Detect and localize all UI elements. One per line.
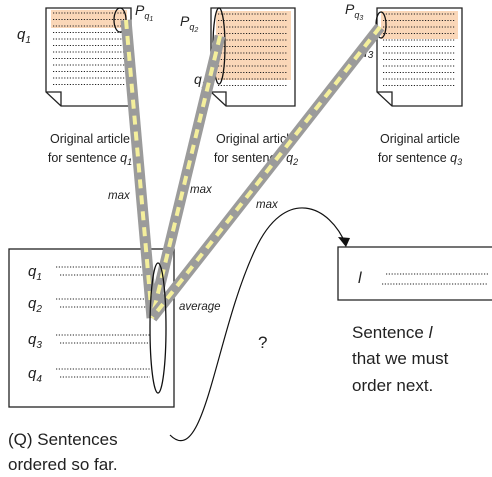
band-to-article-2 bbox=[146, 34, 226, 320]
question-mark: ? bbox=[258, 333, 267, 352]
article-1: q1 Pq1 Original article for sentence q1 bbox=[17, 2, 153, 167]
highlight-p-q1 bbox=[51, 10, 127, 28]
max-label-1: max bbox=[108, 190, 131, 202]
max-label-3: max bbox=[256, 199, 279, 211]
candidate-caption-line3: order next. bbox=[352, 376, 433, 395]
highlight-p-q2 bbox=[216, 11, 291, 80]
article-2-text-lines bbox=[218, 13, 288, 86]
caption-article-1-line2: for sentence q1 bbox=[48, 151, 132, 167]
highlight-p-q3 bbox=[381, 11, 458, 39]
ordered-row-q1: q1 bbox=[28, 263, 150, 283]
q-box-caption-line2: ordered so far. bbox=[8, 455, 118, 474]
candidate-caption-line1: Sentence l bbox=[352, 323, 434, 342]
article-3: Pq3 q3 Original article for sentence q3 bbox=[345, 1, 463, 167]
max-connection-bands bbox=[120, 19, 385, 322]
arrow-head bbox=[338, 237, 350, 247]
p-q2-label: Pq2 bbox=[180, 13, 198, 34]
p-q3-label: Pq3 bbox=[345, 1, 363, 22]
ordered-q-label: q4 bbox=[28, 365, 42, 385]
ordered-q-label: q1 bbox=[28, 263, 42, 283]
average-label: average bbox=[179, 301, 221, 313]
q-box-caption-line1: (Q) Sentences bbox=[8, 430, 118, 449]
candidate-sentence-box: l bbox=[337, 246, 492, 301]
candidate-l-label: l bbox=[358, 270, 362, 287]
q1-label: q1 bbox=[17, 26, 31, 46]
ordered-row-q2: q2 bbox=[28, 295, 150, 315]
caption-article-3-line2: for sentence q3 bbox=[378, 151, 462, 167]
caption-article-3-line1: Original article bbox=[380, 132, 460, 146]
curved-arrow bbox=[169, 207, 347, 442]
candidate-text-lines bbox=[382, 273, 488, 285]
article-3-text-lines bbox=[383, 13, 455, 86]
candidate-caption-line2: that we must bbox=[352, 349, 449, 368]
ordered-q-label: q3 bbox=[28, 331, 42, 351]
max-label-2: max bbox=[190, 184, 213, 196]
band-to-article-1 bbox=[120, 19, 158, 319]
ordered-row-q3: q3 bbox=[28, 331, 150, 351]
p-q1-label: Pq1 bbox=[135, 2, 153, 23]
caption-article-2-line1: Original article bbox=[216, 132, 296, 146]
caption-article-1-line1: Original article bbox=[50, 132, 130, 146]
article-1-text-lines bbox=[53, 12, 125, 85]
aggregation-ellipse bbox=[149, 262, 167, 394]
ordered-row-q4: q4 bbox=[28, 365, 150, 385]
band-to-article-3 bbox=[147, 23, 385, 322]
ordered-q-label: q2 bbox=[28, 295, 42, 315]
